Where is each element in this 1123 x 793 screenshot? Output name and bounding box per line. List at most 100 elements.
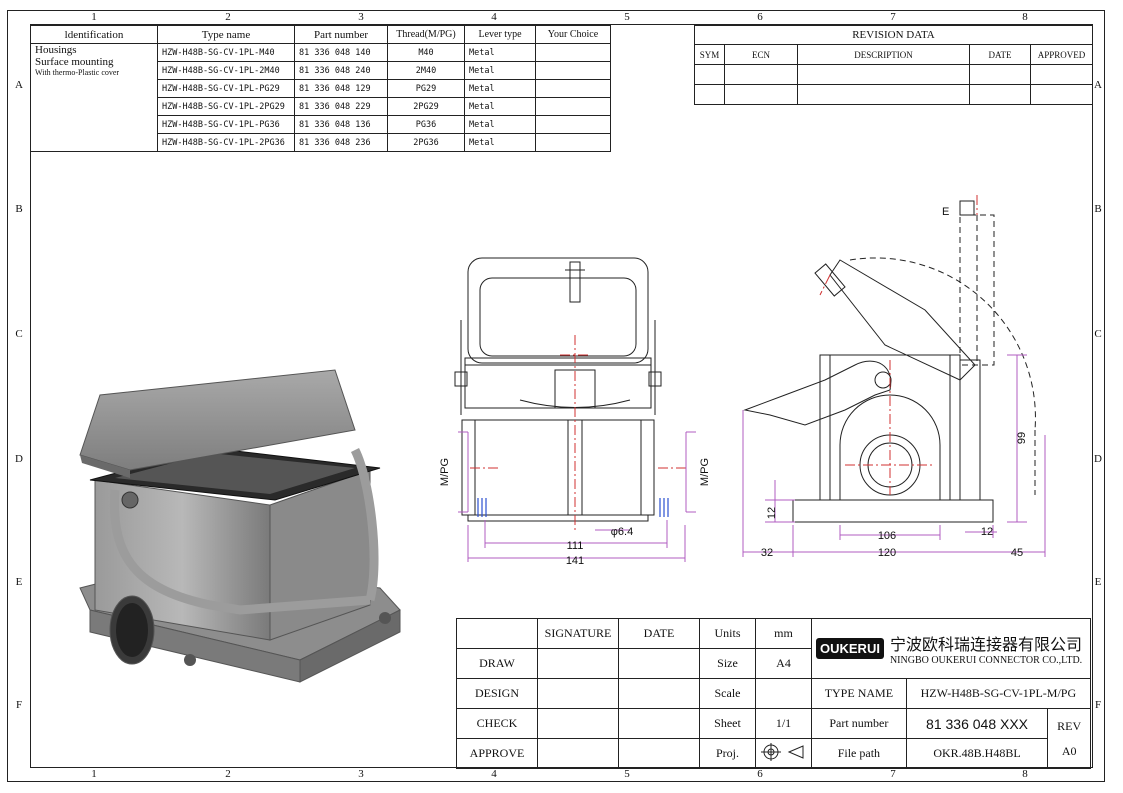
housing-3d-render bbox=[79, 369, 401, 683]
tb-rev-value: A0 bbox=[1061, 744, 1077, 758]
tb-size-label: Size bbox=[699, 648, 756, 679]
svg-text:E: E bbox=[942, 206, 949, 218]
projection-icon bbox=[760, 742, 803, 761]
lever-type-cell: Metal bbox=[464, 43, 536, 62]
zone-col-bottom-6: 6 bbox=[757, 768, 763, 780]
front-view-drawing: M/PG M/PG φ6.4 111 141 bbox=[439, 257, 711, 567]
side-view-drawing: E 12 99 106 12 32 120 45 bbox=[742, 195, 1046, 559]
tb-units-label: Units bbox=[699, 618, 756, 649]
zone-row-left-B: B bbox=[15, 203, 23, 215]
zone-col-bottom-2: 2 bbox=[225, 768, 231, 780]
zone-row-left-F: F bbox=[15, 699, 23, 711]
tb-rev-cell: REV A0 bbox=[1047, 708, 1091, 769]
lever-type-cell: Metal bbox=[464, 115, 536, 134]
zone-col-top-5: 5 bbox=[624, 11, 630, 23]
header-identification: ldentification bbox=[30, 25, 158, 44]
part-number-cell: 81 336 048 136 bbox=[294, 115, 388, 134]
zone-col-top-2: 2 bbox=[225, 11, 231, 23]
lever-type-cell: Metal bbox=[464, 79, 536, 98]
header-part-number: Part number bbox=[294, 25, 388, 44]
part-number-cell: 81 336 048 236 bbox=[294, 133, 388, 152]
zone-row-right-F: F bbox=[1094, 699, 1102, 711]
zone-col-bottom-1: 1 bbox=[91, 768, 97, 780]
thread-cell: 2PG36 bbox=[387, 133, 465, 152]
zone-row-left-D: D bbox=[15, 453, 23, 465]
part-number-cell: 81 336 048 140 bbox=[294, 43, 388, 62]
zone-row-right-B: B bbox=[1094, 203, 1102, 215]
zone-col-bottom-8: 8 bbox=[1022, 768, 1028, 780]
spec-header-row: ldentification Type name Part number Thr… bbox=[30, 25, 611, 44]
tb-type-name-label: TYPE NAME bbox=[811, 678, 907, 709]
tb-type-name-value: HZW-H48B-SG-CV-1PL-M/PG bbox=[905, 678, 1092, 709]
tb-part-number-label: Part number bbox=[811, 708, 907, 739]
tb-company-cell: OUKERUI 宁波欧科瑞连接器有限公司 NINGBO OUKERUI CONN… bbox=[811, 618, 1091, 679]
thread-cell: PG36 bbox=[387, 115, 465, 134]
title-block: SIGNATURE DATE Units mm OUKERUI 宁波欧科瑞连接器… bbox=[456, 618, 1092, 769]
thread-cell: 2M40 bbox=[387, 61, 465, 80]
zone-col-bottom-3: 3 bbox=[358, 768, 364, 780]
your-choice-cell[interactable] bbox=[535, 133, 611, 152]
dim-base-height: 12 bbox=[766, 507, 778, 519]
dim-length: 120 bbox=[878, 547, 896, 559]
dim-left-overhang: 32 bbox=[761, 547, 773, 559]
thread-cell: 2PG29 bbox=[387, 97, 465, 116]
tb-projection-symbol bbox=[755, 738, 812, 769]
part-number-cell: 81 336 048 240 bbox=[294, 61, 388, 80]
tb-file-path-value: OKR.48B.H48BL bbox=[905, 738, 1049, 769]
zone-col-top-3: 3 bbox=[358, 11, 364, 23]
thread-cell: M40 bbox=[387, 43, 465, 62]
tb-scale-label: Scale bbox=[699, 678, 756, 709]
tb-proj-label: Proj. bbox=[699, 738, 756, 769]
tb-file-path-label: File path bbox=[811, 738, 907, 769]
header-thread: Thread(M/PG) bbox=[387, 25, 465, 44]
zone-row-right-E: E bbox=[1094, 576, 1102, 588]
header-your-choice: Your Choice bbox=[535, 25, 611, 44]
zone-row-right-D: D bbox=[1094, 453, 1102, 465]
type-name-cell: HZW-H48B-SG-CV-1PL-2PG36 bbox=[157, 133, 295, 152]
your-choice-cell[interactable] bbox=[535, 97, 611, 116]
your-choice-cell[interactable] bbox=[535, 79, 611, 98]
dim-mpg-right: M/PG bbox=[699, 458, 711, 486]
tb-part-number-value: 81 336 048 XXX bbox=[905, 708, 1049, 739]
dim-right-overhang: 45 bbox=[1011, 547, 1023, 559]
tb-date-header: DATE bbox=[618, 618, 700, 649]
tb-scale-value bbox=[755, 678, 812, 709]
zone-col-bottom-5: 5 bbox=[624, 768, 630, 780]
dim-right-offset: 12 bbox=[981, 526, 993, 538]
rev-header-approved: APPROVED bbox=[1030, 44, 1093, 65]
rev-header-description: DESCRIPTION bbox=[797, 44, 970, 65]
revision-table: REVISION DATA SYM ECN DESCRIPTION DATE A… bbox=[694, 25, 1093, 105]
type-name-cell: HZW-H48B-SG-CV-1PL-M40 bbox=[157, 43, 295, 62]
company-name-cn: 宁波欧科瑞连接器有限公司 bbox=[889, 635, 1082, 654]
identification-line: Surface mounting bbox=[35, 56, 114, 68]
rev-header-date: DATE bbox=[969, 44, 1031, 65]
type-name-cell: HZW-H48B-SG-CV-1PL-PG29 bbox=[157, 79, 295, 98]
part-number-cell: 81 336 048 229 bbox=[294, 97, 388, 116]
rev-header-ecn: ECN bbox=[724, 44, 798, 65]
dim-mpg-left: M/PG bbox=[439, 458, 451, 486]
tb-units-value: mm bbox=[755, 618, 812, 649]
zone-col-bottom-7: 7 bbox=[890, 768, 896, 780]
identification-line: Housings bbox=[35, 44, 77, 56]
rev-header-sym: SYM bbox=[694, 44, 725, 65]
thread-cell: PG29 bbox=[387, 79, 465, 98]
zone-row-right-A: A bbox=[1094, 79, 1102, 91]
tb-sheet-value: 1/1 bbox=[755, 708, 812, 739]
type-name-cell: HZW-H48B-SG-CV-1PL-2PG29 bbox=[157, 97, 295, 116]
zone-col-top-6: 6 bbox=[757, 11, 763, 23]
your-choice-cell[interactable] bbox=[535, 61, 611, 80]
zone-col-top-8: 8 bbox=[1022, 11, 1028, 23]
tb-row-design: DESIGN bbox=[456, 678, 538, 709]
tb-row-check: CHECK bbox=[456, 708, 538, 739]
your-choice-cell[interactable] bbox=[535, 43, 611, 62]
lever-type-cell: Metal bbox=[464, 133, 536, 152]
tb-sheet-label: Sheet bbox=[699, 708, 756, 739]
lever-type-cell: Metal bbox=[464, 61, 536, 80]
zone-row-left-C: C bbox=[15, 328, 23, 340]
dim-outer-width: 141 bbox=[566, 555, 584, 567]
your-choice-cell[interactable] bbox=[535, 115, 611, 134]
